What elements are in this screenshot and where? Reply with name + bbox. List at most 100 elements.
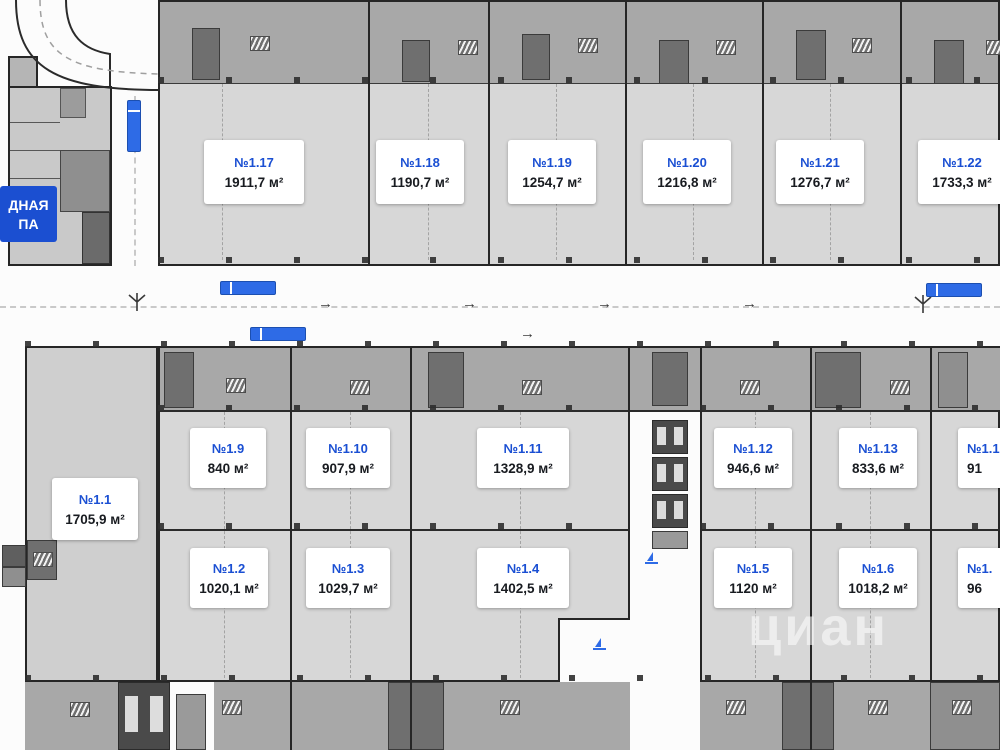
unit-area: 1020,1 м² [199,580,259,596]
column-grid [700,523,1000,529]
stair-core [938,352,968,408]
column-grid [25,675,1000,681]
road-arrow-icon: → [520,325,535,342]
unit-divider-wall [900,0,902,266]
unit-card[interactable]: №1.3 1029,7 м² [306,548,390,608]
stair-icon [890,380,910,395]
unit-card[interactable]: №1.12 946,6 м² [714,428,792,488]
unit-number: №1.4 [506,560,540,576]
stair-core [652,352,688,406]
unit-number: №1.3 [331,560,365,576]
stair-icon [986,40,1000,55]
unit-area: 1328,9 м² [493,460,553,476]
column-grid [158,405,630,411]
unit-number: №1.17 [234,154,274,170]
unit-divider-wall [368,0,370,266]
road-arrow-icon: → [597,295,612,312]
marker-icon [645,552,658,564]
column-grid [158,257,1000,263]
stair-core [428,352,464,408]
unit-card[interactable]: №1.17 1911,7 м² [204,140,304,204]
row-divider-wall [700,529,1000,531]
stair-icon [70,702,90,717]
unit-area: 1190,7 м² [390,174,450,190]
unit-card[interactable]: №1.10 907,9 м² [306,428,390,488]
unit-area: 1733,3 м² [932,174,992,190]
unit-divider-wall [930,346,932,682]
row-divider-wall [158,529,630,531]
unit-card[interactable]: №1.2 1020,1 м² [190,548,268,608]
unit-number: №1.20 [667,154,707,170]
unit-area: 907,9 м² [321,460,375,476]
stair-core [815,352,861,408]
service-room [2,545,26,567]
stair-icon [852,38,872,53]
stair-core [930,682,1000,750]
unit-card[interactable]: №1.1 91 [958,428,1000,488]
stair-icon [250,36,270,51]
column-grid [700,405,1000,411]
road-branch-icon [128,293,146,311]
truck-icon [250,327,306,341]
unit-card[interactable]: №1.1 1705,9 м² [52,478,138,540]
unit-area: 1120 м² [729,580,777,596]
unit-card[interactable]: №1.13 833,6 м² [839,428,917,488]
unit-card[interactable]: №1. 96 [958,548,1000,608]
stair-icon [952,700,972,715]
grid-line [755,412,756,678]
stair-core [192,28,220,80]
elevator-icon [118,682,170,750]
grid-line [870,412,871,678]
unit-number: №1.5 [736,560,770,576]
unit-card[interactable]: №1.6 1018,2 м² [839,548,917,608]
stair-core [659,40,689,84]
road-arrow-icon: → [742,295,757,312]
road-centerline [0,306,1000,308]
stair-core [782,682,834,750]
unit-card[interactable]: №1.5 1120 м² [714,548,792,608]
unit-divider-wall [410,346,412,682]
unit-card[interactable]: №1.9 840 м² [190,428,266,488]
road-arrow-icon: → [318,295,333,312]
stair-icon [226,378,246,393]
unit-number: №1.21 [800,154,840,170]
stair-icon [500,700,520,715]
wing-room [60,88,86,118]
entrance-sign-line2: ПА [18,215,39,232]
unit-area: 1029,7 м² [318,580,378,596]
unit-area: 946,6 м² [726,460,780,476]
wing-wall [10,122,60,123]
unit-number: №1.1 [967,440,1000,456]
road-centerline-vertical [134,96,136,266]
unit-area: 1216,8 м² [657,174,717,190]
grid-line [520,412,521,678]
unit-card[interactable]: №1.21 1276,7 м² [776,140,864,204]
stair-core [164,352,194,408]
bottom-corridor [630,682,700,750]
stair-core [388,682,444,750]
entrance-sign: ДНАЯ ПА [0,186,57,242]
unit-area: 840 м² [207,460,249,476]
stair-icon [726,700,746,715]
service-room [176,694,206,750]
unit-area: 1018,2 м² [848,580,908,596]
road-branch-icon [914,295,932,313]
unit-card[interactable]: №1.11 1328,9 м² [477,428,569,488]
marker-icon [593,638,606,650]
unit-area: 96 [967,580,983,596]
stair-icon [458,40,478,55]
entrance-sign-line1: ДНАЯ [8,196,49,213]
unit-divider-wall [410,682,412,750]
unit-number: №1.1 [78,491,112,507]
unit-card[interactable]: №1.22 1733,3 м² [918,140,1000,204]
unit-area: 1705,9 м² [65,511,125,527]
column-grid [158,523,630,529]
unit-card[interactable]: №1.4 1402,5 м² [477,548,569,608]
unit-divider-wall [762,0,764,266]
elevator-icon [652,494,688,528]
unit-card[interactable]: №1.18 1190,7 м² [376,140,464,204]
unit-divider-wall [625,0,627,266]
unit-card[interactable]: №1.20 1216,8 м² [643,140,731,204]
unit-card[interactable]: №1.19 1254,7 м² [508,140,596,204]
